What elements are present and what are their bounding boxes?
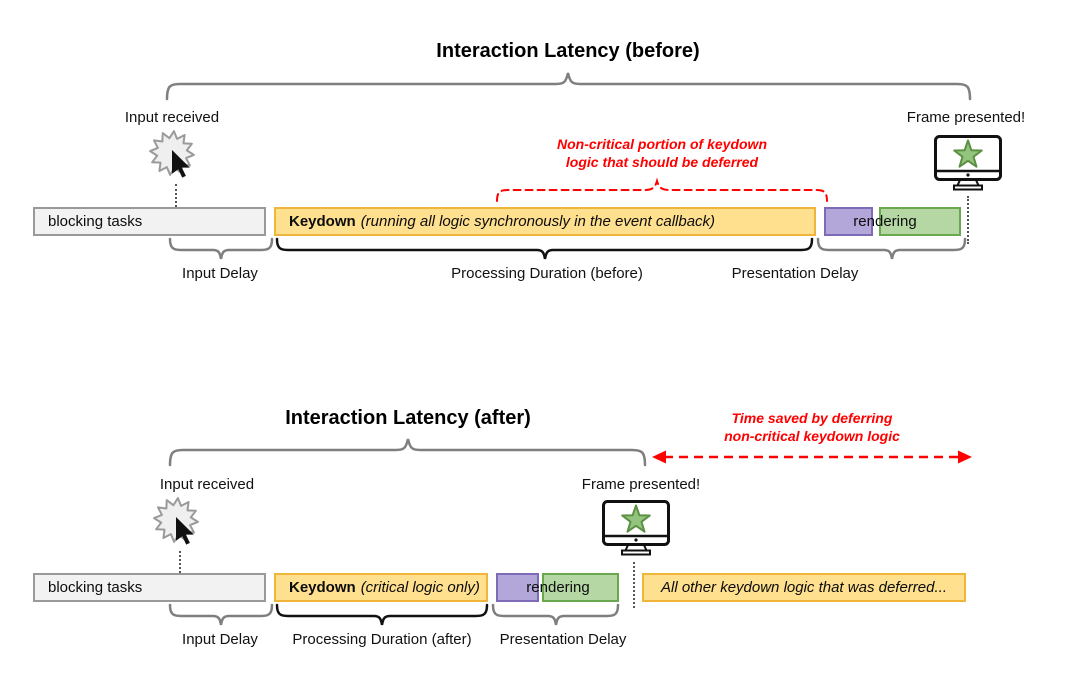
before-input-delay-label: Input Delay: [182, 265, 258, 282]
time-saved-arrowhead-left: [652, 450, 666, 464]
before-deferred-dashed-brace: [496, 177, 828, 202]
after-deferred-label: All other keydown logic that was deferre…: [661, 579, 947, 596]
before-processing-label: Processing Duration (before): [451, 265, 643, 282]
before-input-delay-brace: [168, 237, 274, 260]
after-input-delay-brace: [168, 603, 274, 626]
after-paint-bar: [496, 573, 539, 602]
after-keydown-label-italic: (critical logic only): [360, 579, 480, 596]
after-input-received-label: Input received: [159, 476, 255, 493]
after-deferred-bar: All other keydown logic that was deferre…: [642, 573, 966, 602]
before-presentation-brace: [816, 237, 967, 260]
before-input-received-label: Input received: [124, 109, 220, 126]
time-saved-annotation-line1: Time saved by deferring: [731, 410, 893, 426]
before-keydown-label-bold: Keydown: [289, 213, 356, 230]
after-frame-presented-label: Frame presented!: [581, 476, 701, 493]
time-saved-arrowhead-right: [958, 450, 972, 464]
before-blocking-tasks-bar: blocking tasks: [33, 207, 266, 236]
after-blocking-tasks-bar: blocking tasks: [33, 573, 266, 602]
before-presentation-label: Presentation Delay: [731, 265, 859, 282]
before-keydown-bar: Keydown (running all logic synchronously…: [274, 207, 816, 236]
before-monitor-star-icon: [934, 135, 1002, 191]
after-input-delay-label: Input Delay: [182, 631, 258, 648]
before-frame-dotted-line: [967, 196, 969, 244]
star-icon: [621, 504, 651, 533]
after-presentation-label: Presentation Delay: [499, 631, 627, 648]
cursor-icon: [176, 517, 194, 545]
before-deferred-annotation-line2: logic that should be deferred: [565, 153, 759, 170]
time-saved-annotation: Time saved by deferring non-critical key…: [642, 410, 982, 445]
before-paint-bar: [824, 207, 873, 236]
before-processing-brace: [275, 237, 814, 260]
after-latency-brace: [168, 438, 647, 467]
after-rendering-bar: [542, 573, 619, 602]
before-keydown-label-italic: (running all logic synchronously in the …: [360, 213, 716, 230]
after-input-dotted-line: [179, 551, 181, 573]
after-processing-label: Processing Duration (after): [292, 631, 472, 648]
after-blocking-tasks-label: blocking tasks: [48, 579, 143, 596]
after-presentation-brace: [491, 603, 620, 626]
after-keydown-bar: Keydown (critical logic only): [274, 573, 488, 602]
before-title: Interaction Latency (before): [436, 40, 700, 62]
after-keydown-label-bold: Keydown: [289, 579, 356, 596]
after-processing-brace: [275, 603, 489, 626]
before-deferred-annotation: Non-critical portion of keydown logic th…: [462, 136, 862, 171]
after-frame-dotted-line: [633, 562, 635, 608]
before-deferred-annotation-line1: Non-critical portion of keydown: [556, 136, 767, 152]
before-frame-presented-label: Frame presented!: [906, 109, 1026, 126]
before-click-burst-icon: [149, 130, 195, 178]
before-latency-brace: [165, 72, 972, 101]
before-input-dotted-line: [175, 184, 177, 207]
after-click-burst-icon: [153, 497, 199, 545]
star-icon: [953, 139, 983, 168]
before-rendering-bar: [879, 207, 961, 236]
after-monitor-star-icon: [602, 500, 670, 556]
cursor-icon: [172, 150, 190, 178]
after-rendering-label: rendering: [526, 579, 590, 596]
time-saved-annotation-line2: non-critical keydown logic: [724, 427, 900, 444]
after-title: Interaction Latency (after): [285, 407, 531, 429]
before-blocking-tasks-label: blocking tasks: [48, 213, 143, 230]
before-rendering-label: rendering: [853, 213, 917, 230]
